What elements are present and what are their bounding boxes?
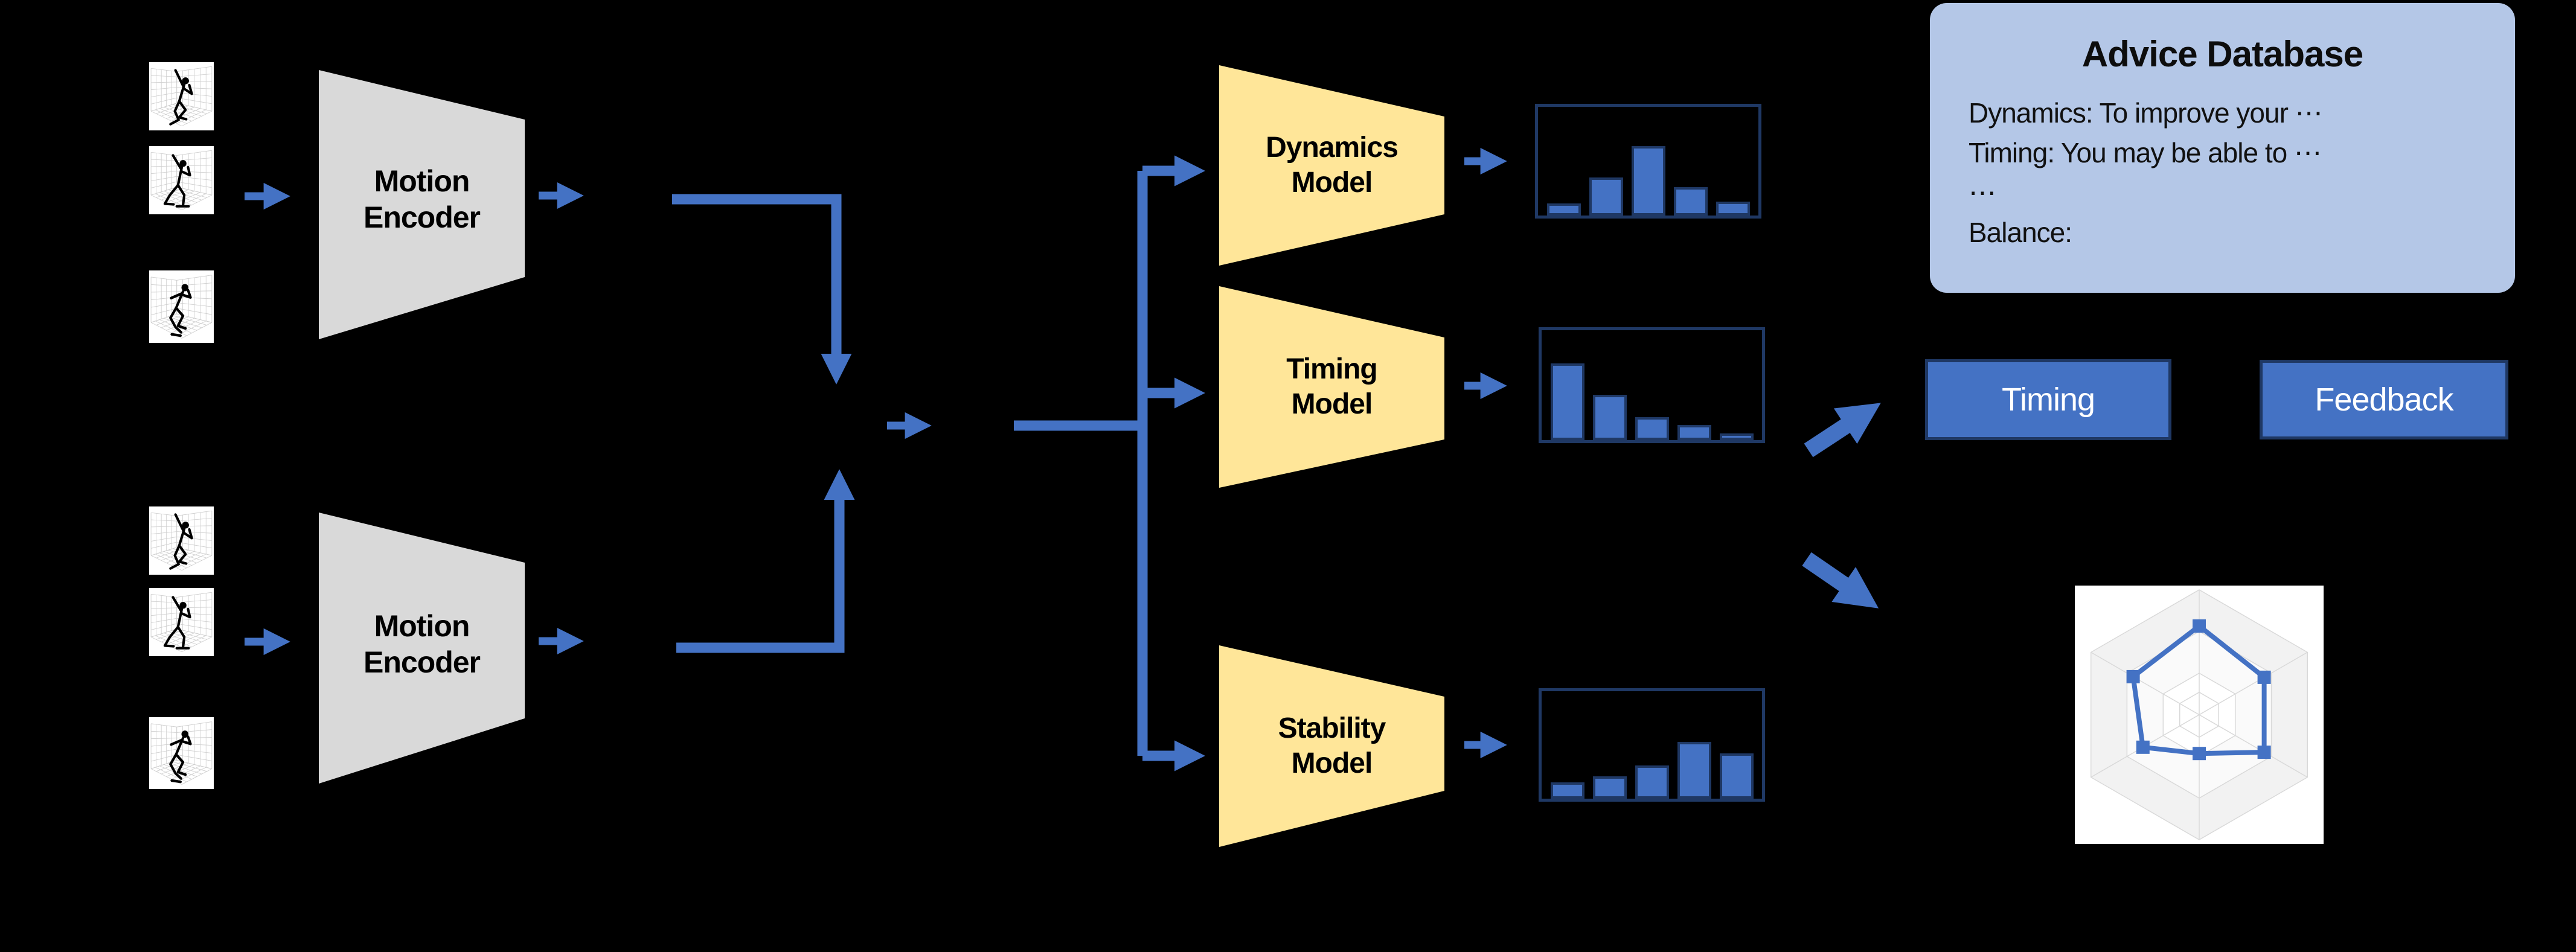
feedback-button: Feedback xyxy=(2260,360,2508,439)
advice-line-dynamics: Dynamics: To improve your ⋯ xyxy=(1969,97,2323,129)
stability-model-label: Stability Model xyxy=(1219,711,1444,781)
advice-line-ellipsis: ⋯ xyxy=(1969,177,1996,208)
pose-frame-top-3 xyxy=(149,270,214,343)
skeleton-pose-plot xyxy=(150,592,213,653)
model-label-line1: Dynamics xyxy=(1266,132,1399,164)
model-label-line1: Timing xyxy=(1286,353,1377,385)
model-label-line2: Model xyxy=(1291,747,1373,779)
probability-bar xyxy=(1677,424,1711,440)
encoder-label-line2: Encoder xyxy=(363,645,481,679)
probability-bar xyxy=(1589,177,1623,216)
probability-bar xyxy=(1631,145,1665,216)
skeleton-pose-plot xyxy=(150,721,213,785)
advice-line-balance: Balance: xyxy=(1969,217,2072,248)
pose-frame-top-1 xyxy=(149,62,214,130)
motion-encoder-bottom-label: Motion Encoder xyxy=(319,608,525,680)
advice-line-timing: Timing: You may be able to ⋯ xyxy=(1969,137,2322,168)
skill-radar-panel xyxy=(2075,586,2324,844)
stability-model-shape xyxy=(1219,645,1444,847)
pose-frame-bottom-3 xyxy=(149,717,214,789)
model-label-line2: Model xyxy=(1291,388,1373,420)
probability-bar xyxy=(1550,363,1584,440)
model-label-line2: Model xyxy=(1291,167,1373,199)
skeleton-pose-plot xyxy=(150,66,213,127)
probability-bar xyxy=(1716,201,1750,216)
timing-model-shape xyxy=(1219,286,1444,488)
pose-frame-top-2 xyxy=(149,146,214,214)
to-radar-arrow xyxy=(1802,552,1879,609)
route-top-down xyxy=(672,194,852,385)
timing-output-chart xyxy=(1539,327,1765,443)
probability-bar xyxy=(1719,433,1754,440)
dynamics-model-label: Dynamics Model xyxy=(1219,130,1444,200)
advice-database-box: Advice Database Dynamics: To improve you… xyxy=(1930,3,2515,293)
dynamics-model-shape xyxy=(1219,65,1444,266)
probability-bar xyxy=(1592,395,1627,440)
model-label-line1: Stability xyxy=(1278,712,1386,744)
skeleton-pose-plot xyxy=(150,150,213,211)
probability-bar xyxy=(1635,765,1669,799)
advice-database-title: Advice Database xyxy=(2081,34,2363,74)
probability-bar xyxy=(1592,776,1627,799)
skeleton-pose-plot xyxy=(150,275,213,339)
probability-bar xyxy=(1719,753,1754,799)
stability-output-chart xyxy=(1539,688,1765,802)
encoder-label-line2: Encoder xyxy=(363,200,481,234)
timing-model-label: Timing Model xyxy=(1219,352,1444,422)
timing-button: Timing xyxy=(1925,359,2171,440)
motion-encoder-top-shape xyxy=(319,70,525,339)
probability-bar xyxy=(1635,417,1669,440)
encoder-label-line1: Motion xyxy=(374,164,470,198)
probability-bar xyxy=(1673,187,1708,216)
to-advice-arrow xyxy=(1804,403,1881,458)
probability-bar xyxy=(1677,741,1711,799)
dynamics-output-chart xyxy=(1535,104,1761,219)
encoder-label-line1: Motion xyxy=(374,609,470,643)
probability-bar xyxy=(1550,782,1584,799)
route-bottom-up xyxy=(676,469,855,653)
motion-encoder-bottom-shape xyxy=(319,513,525,784)
pose-frame-bottom-2 xyxy=(149,588,214,656)
skill-radar-chart xyxy=(2075,586,2324,844)
probability-bar xyxy=(1546,203,1581,216)
motion-encoder-top-label: Motion Encoder xyxy=(319,163,525,235)
pose-frame-bottom-1 xyxy=(149,506,214,575)
skeleton-pose-plot xyxy=(150,510,213,571)
